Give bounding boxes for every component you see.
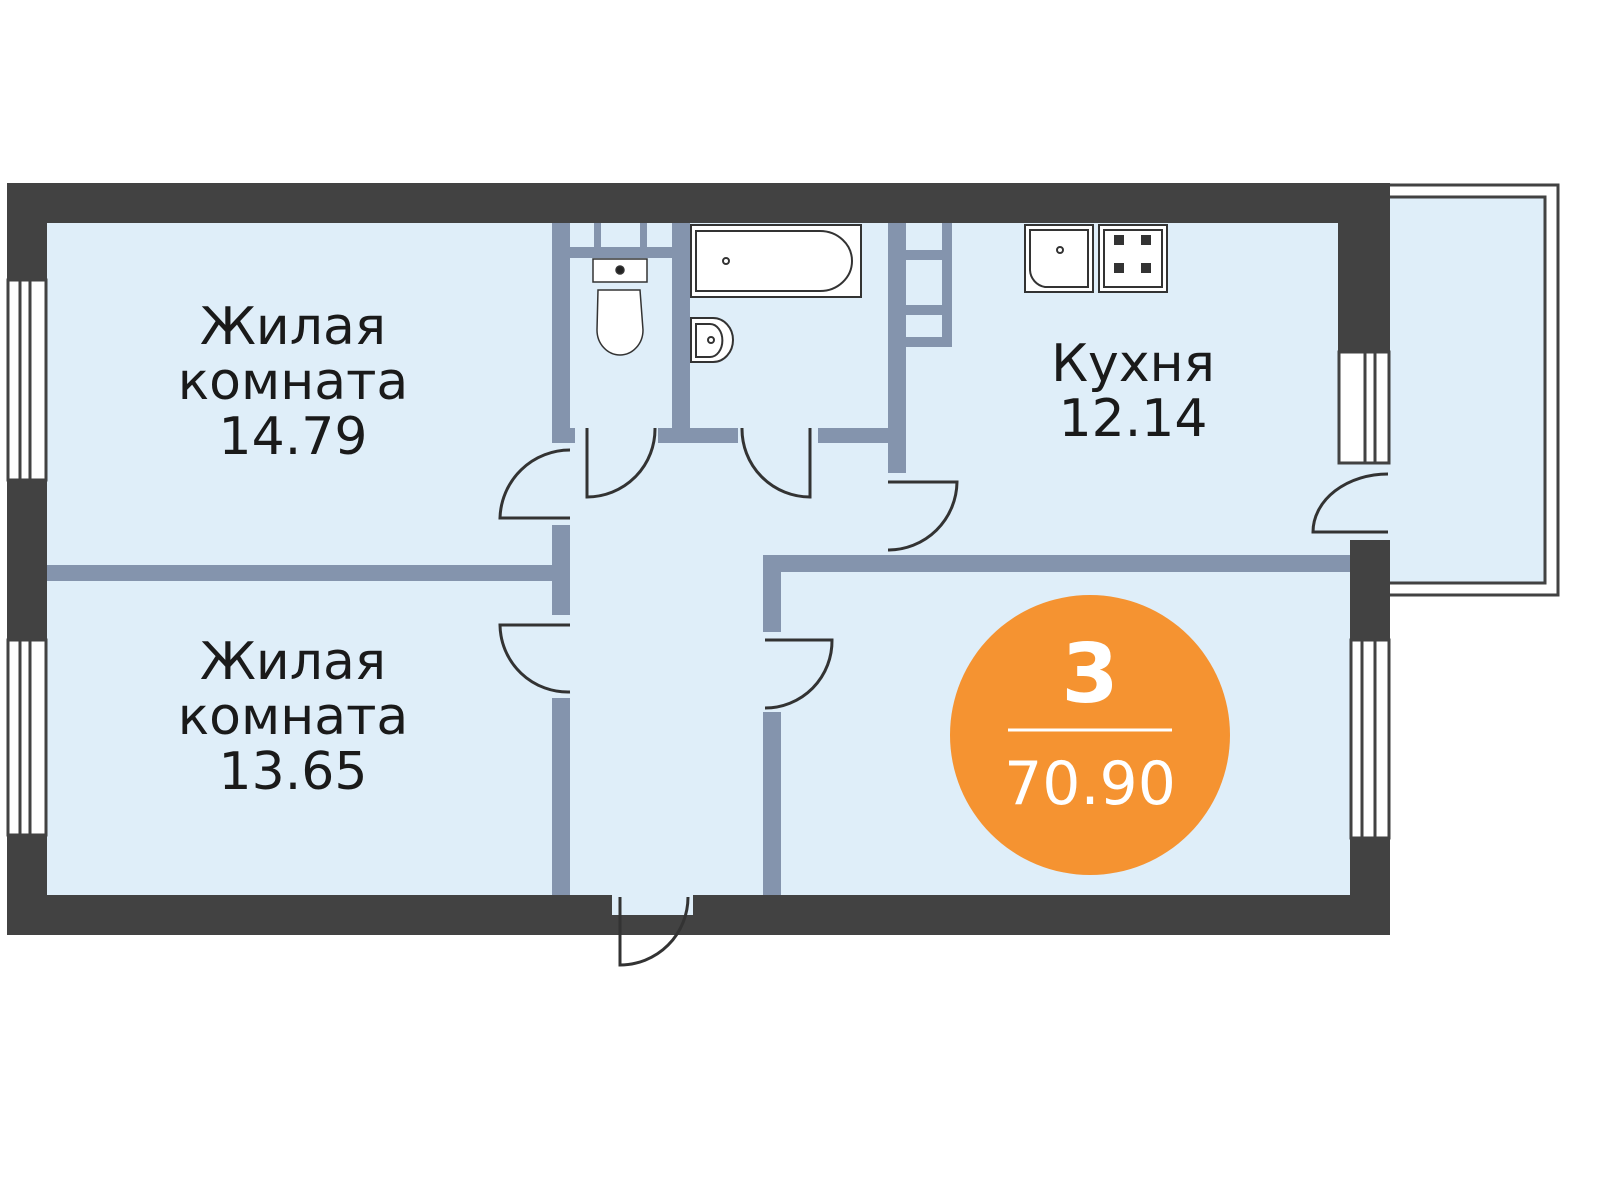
partitions [47,223,1350,895]
doors [498,427,1389,967]
stove [1098,224,1168,293]
toilet [592,258,648,356]
room-name-2: комната [177,352,409,412]
room-area: 14.79 [218,407,368,467]
room-label-kitchen: Кухня 12.14 [1051,337,1215,447]
kitchen-sink [1024,224,1094,293]
room-name-2: комната [177,687,409,747]
bathtub [690,224,862,298]
windows [6,278,1391,840]
room-label-bedroom-2: Жилая комната 13.65 [178,635,408,800]
room-name: Жилая [199,297,387,357]
room-area: 12.14 [1058,389,1208,449]
total-area: 70.90 [1004,749,1176,819]
room-name: Кухня [1051,334,1215,394]
rooms-count: 3 [1061,627,1119,722]
room-area: 13.65 [218,742,368,802]
balcony [1386,183,1560,597]
apartment-badge [950,595,1230,875]
room-label-bedroom-1: Жилая комната 14.79 [178,300,408,465]
room-name: Жилая [199,632,387,692]
washbasin [690,317,734,363]
